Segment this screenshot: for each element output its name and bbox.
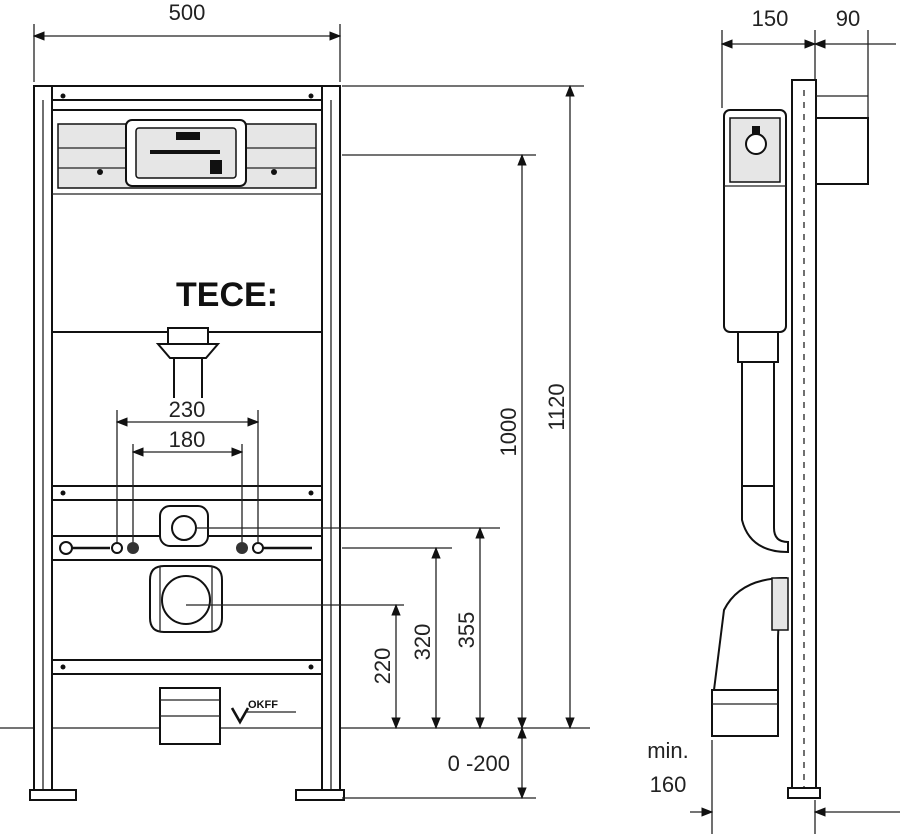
dim-offset-90: 90 [836, 6, 860, 31]
floor-marker-icon [230, 707, 250, 725]
dim-depth-150: 150 [752, 6, 789, 31]
dim-floor-adjust: 0 -200 [448, 751, 510, 776]
flush-valve [167, 327, 209, 345]
right-foot [295, 789, 345, 801]
flush-pipe [173, 357, 203, 405]
left-foot [29, 789, 77, 801]
side-flush-bend [741, 485, 789, 554]
brand-logo: TECE: [176, 276, 278, 314]
front-view: TECE: OKFF [0, 0, 590, 801]
dim-width-500: 500 [169, 0, 206, 25]
dim-220: 220 [370, 648, 395, 685]
min-value: 160 [650, 772, 687, 797]
side-drain-outlet [711, 689, 779, 737]
dim-230: 230 [169, 397, 206, 422]
dim-1120: 1120 [544, 383, 569, 430]
right-bolt-inner [236, 542, 248, 554]
floor-marker-label: OKFF [248, 699, 278, 711]
dim-180: 180 [169, 427, 206, 452]
right-bolt-outer [252, 542, 264, 554]
left-bolt-inner [127, 542, 139, 554]
side-flush-pipe [741, 361, 775, 487]
frame-top-rail [33, 85, 341, 101]
dim-320: 320 [410, 624, 435, 661]
middle-rail [51, 485, 323, 501]
min-label: min. [647, 738, 689, 763]
dim-355: 355 [454, 612, 479, 649]
drain-pipe [161, 575, 211, 625]
side-view: 150 90 min. 160 [647, 6, 900, 834]
bottom-rail [51, 659, 323, 675]
side-flush-valve [737, 331, 779, 363]
left-bolt-outer [111, 542, 123, 554]
side-drain-collar [771, 577, 789, 631]
dim-1000: 1000 [496, 408, 521, 457]
wall-spacer [815, 117, 869, 185]
